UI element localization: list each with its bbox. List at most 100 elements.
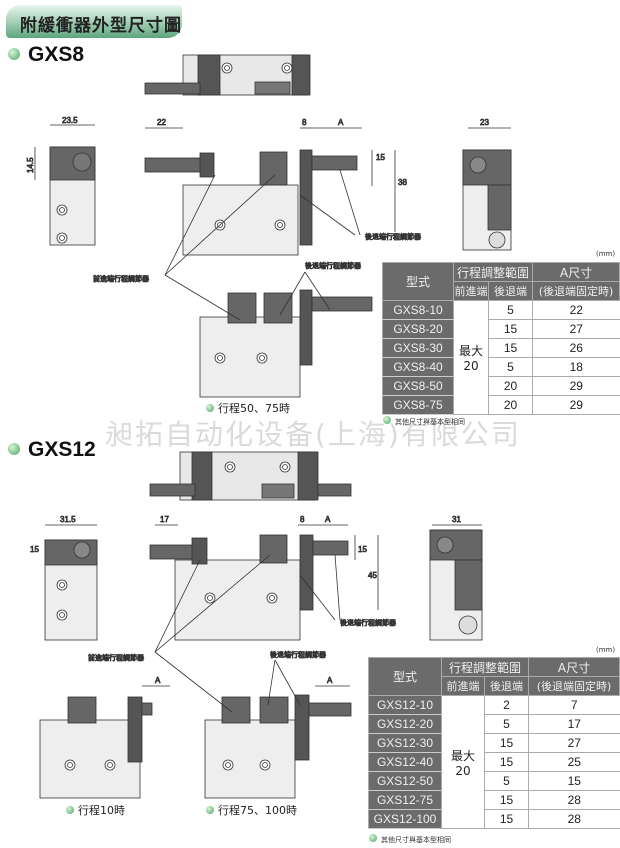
rear-range-cell: 5 (484, 771, 529, 791)
header-range: 行程調整範圍 (453, 262, 533, 282)
dimension-label: 15 (30, 545, 39, 554)
a-size-cell: 26 (532, 338, 620, 358)
gxs8-side-view: 23.5 14.5 (26, 116, 96, 246)
rear-range-cell: 2 (484, 695, 529, 715)
gxs12-end-view: 31 (429, 515, 483, 641)
model-cell: GXS8-75 (382, 395, 454, 415)
note-text: 其他尺寸與基本型相同 (381, 836, 451, 844)
a-size-cell: 25 (528, 752, 620, 772)
bullet-icon (383, 416, 391, 424)
dimension-label: 23.5 (62, 116, 78, 125)
a-size-cell: 27 (532, 319, 620, 339)
gxs12-top-view (149, 451, 352, 501)
caption-stroke75-100: 行程75、100時 (206, 802, 297, 818)
header-front: 前進端 (453, 281, 489, 301)
dimension-label: 22 (157, 118, 166, 127)
caption-text: 行程50、75時 (218, 402, 290, 415)
dimension-label: A (155, 676, 161, 685)
a-size-cell: 7 (528, 695, 620, 715)
dimension-label: 31 (452, 515, 461, 524)
rear-range-cell: 5 (488, 300, 533, 320)
model-cell: GXS8-20 (382, 319, 454, 339)
model-cell: GXS12-75 (368, 790, 442, 810)
front-max-value: 20 (455, 763, 471, 778)
rear-range-cell: 15 (484, 733, 529, 753)
rear-adjuster-label: 後退端行程調節器 (305, 261, 361, 270)
rear-adjuster-label: 後退端行程調節器 (365, 232, 421, 241)
a-size-cell: 15 (528, 771, 620, 791)
front-max-value: 20 (463, 359, 479, 373)
page-title-banner: 附緩衝器外型尺寸圖 (6, 5, 182, 38)
header-a-size: A尺寸 (528, 657, 620, 677)
model-cell: GXS12-50 (368, 771, 442, 791)
a-size-cell: 29 (532, 376, 620, 396)
table-note: 其他尺寸與基本型相同 (369, 834, 451, 845)
rear-range-cell: 15 (488, 338, 533, 358)
dimension-label: 8 (300, 515, 305, 524)
note-text: 其他尺寸與基本型相同 (395, 418, 465, 426)
dimension-label: 14.5 (26, 157, 35, 173)
model-cell: GXS12-40 (368, 752, 442, 772)
front-max-label: 最大 (450, 748, 475, 763)
header-a-note: (後退端固定時) (532, 281, 620, 301)
bullet-icon (8, 48, 20, 60)
gxs8-top-view (144, 54, 311, 96)
table-note: 其他尺寸與基本型相同 (383, 416, 465, 427)
header-front: 前進端 (441, 676, 485, 696)
bullet-icon (369, 834, 377, 842)
caption-stroke50-75: 行程50、75時 (206, 400, 290, 416)
dimension-label: 8 (302, 118, 307, 127)
rear-adjuster-label: 後退端行程調節器 (340, 618, 396, 627)
header-a-note: (後退端固定時) (528, 676, 620, 696)
rear-range-cell: 15 (484, 790, 529, 810)
gxs12-stroke75-100-view: A 後退端行程調節器 (154, 650, 352, 799)
header-model: 型式 (368, 657, 442, 696)
header-range: 行程調整範圍 (441, 657, 529, 677)
a-size-cell: 28 (528, 809, 620, 829)
gxs12-front-view: 17 8 A 15 45 後退端行程調節器 前進端行程調節器 (88, 515, 397, 663)
bullet-icon (206, 404, 214, 412)
header-model: 型式 (382, 262, 454, 301)
a-size-cell: 27 (528, 733, 620, 753)
dimension-label: 45 (368, 571, 377, 580)
caption-text: 行程75、100時 (218, 804, 297, 817)
dimension-label: A (325, 515, 331, 524)
caption-stroke10: 行程10時 (66, 802, 125, 818)
gxs8-front-view: 22 8 A 15 38 後退端行程調節器 前進端行程調節器 (93, 118, 422, 284)
dimension-label: 15 (358, 545, 367, 554)
dimension-label: 15 (376, 153, 385, 162)
header-rear: 後退端 (484, 676, 529, 696)
dimension-label: 23 (480, 118, 489, 127)
section-title: GXS8 (28, 43, 85, 66)
bullet-icon (206, 806, 214, 814)
rear-range-cell: 5 (488, 357, 533, 377)
gxs12-side-view: 31.5 15 (30, 515, 98, 641)
a-size-cell: 28 (528, 790, 620, 810)
bullet-icon (66, 806, 74, 814)
rear-range-cell: 15 (488, 319, 533, 339)
model-cell: GXS8-10 (382, 300, 454, 320)
header-a-size: A尺寸 (532, 262, 620, 282)
section-title: GXS12 (28, 438, 96, 461)
rear-range-cell: 5 (484, 714, 529, 734)
unit-label: (mm) (596, 646, 616, 654)
rear-range-cell: 20 (488, 376, 533, 396)
front-max-label: 最大 (458, 344, 483, 358)
model-cell: GXS8-30 (382, 338, 454, 358)
